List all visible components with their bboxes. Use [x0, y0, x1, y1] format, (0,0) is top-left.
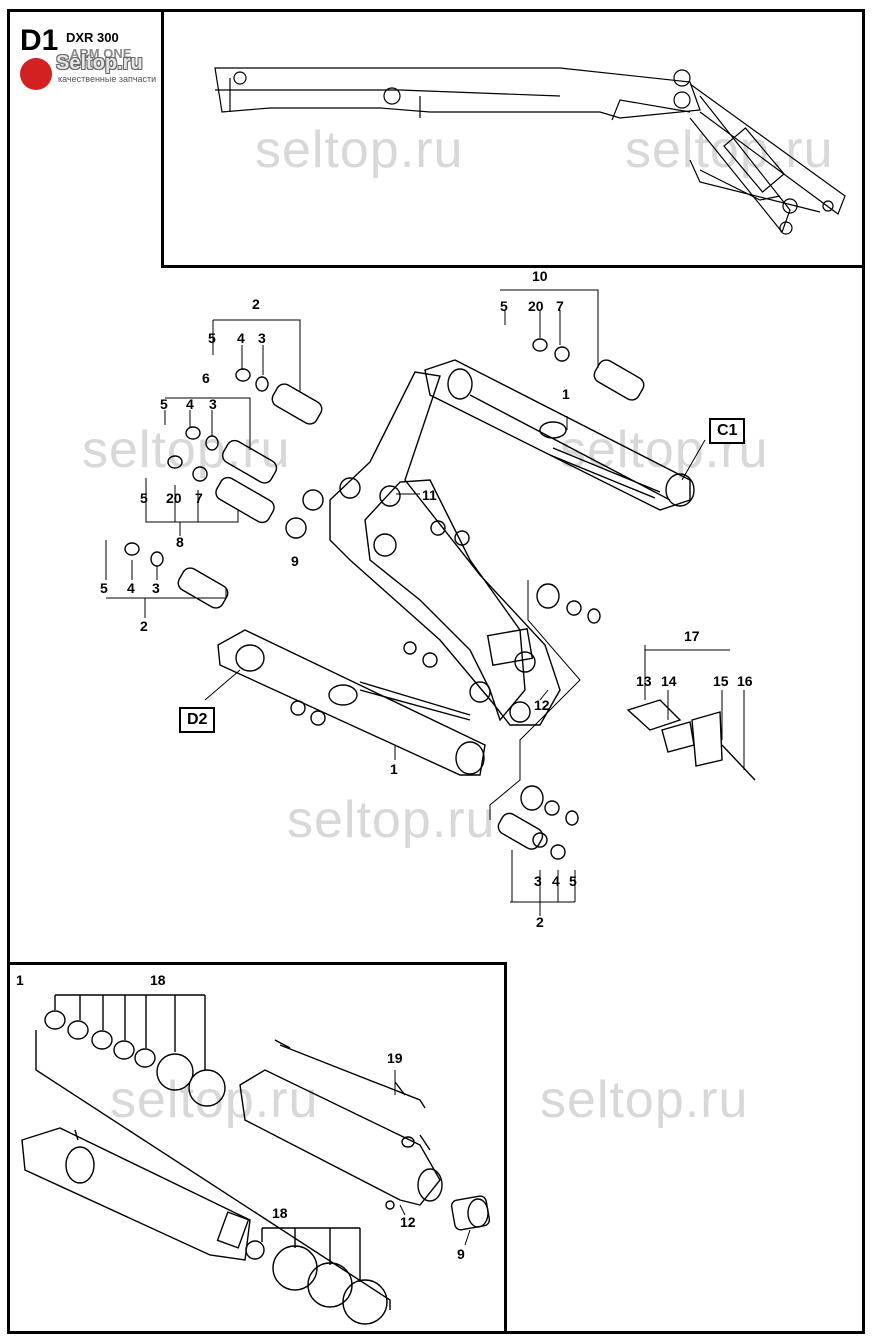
- logo: D1 DXR 300 ARM ONE Seltop.ru качественны…: [14, 22, 164, 90]
- part-label: 12: [400, 1214, 416, 1230]
- part-label: 5: [208, 330, 216, 346]
- part-label: 3: [152, 580, 160, 596]
- watermark: seltop.ru: [255, 121, 464, 179]
- part-label: 4: [186, 396, 194, 412]
- part-label: 3: [209, 396, 217, 412]
- part-label: 17: [684, 628, 700, 644]
- leader-lines: [105, 289, 745, 916]
- watermark: seltop.ru: [82, 421, 291, 479]
- part-label: 5: [500, 298, 508, 314]
- detail-rod: [21, 1030, 391, 1325]
- part-label: 5: [140, 490, 148, 506]
- cylinder-d2: [217, 629, 486, 776]
- part-label: 8: [176, 534, 184, 550]
- subtitle-label: ARM ONE: [70, 46, 132, 61]
- logo-badge-icon: [20, 58, 52, 90]
- part-label: 9: [291, 553, 299, 569]
- part-label: 19: [387, 1050, 403, 1066]
- cylinder-c1: [424, 359, 695, 511]
- part-label: 4: [127, 580, 135, 596]
- pin-group-left: [124, 338, 645, 860]
- part-label: 11: [422, 487, 437, 503]
- part-label: 4: [552, 873, 560, 889]
- part-label: 1: [390, 761, 398, 777]
- bracket-assembly: [626, 699, 756, 781]
- section-code: D1: [20, 24, 59, 57]
- detail-leaders: [394, 1070, 471, 1246]
- callout-c1: C1: [709, 418, 746, 444]
- part-label: 5: [160, 396, 168, 412]
- overview-arm: [214, 67, 846, 235]
- part-label: 9: [457, 1246, 465, 1262]
- arm-plates: [329, 371, 561, 726]
- logo-text: Seltop.ru: [56, 52, 143, 74]
- logo-tagline: качественные запчасти: [58, 74, 157, 84]
- watermark: seltop.ru: [625, 121, 834, 179]
- part-label: 1: [562, 386, 570, 402]
- watermark: seltop.ru: [540, 1071, 749, 1129]
- part-label: 2: [252, 296, 260, 312]
- watermark: seltop.ru: [110, 1071, 319, 1129]
- part-label: 2: [140, 618, 148, 634]
- part-label: 6: [202, 370, 210, 386]
- part-label: 14: [661, 673, 677, 689]
- part-label: 15: [713, 673, 729, 689]
- part-label: 2: [536, 914, 544, 930]
- detail-frame: [7, 962, 507, 1334]
- part-label: 4: [237, 330, 245, 346]
- part-label: 20: [166, 490, 182, 506]
- part-label: 18: [150, 972, 166, 988]
- detail-seals: [44, 994, 226, 1107]
- part-label: 10: [532, 268, 548, 284]
- part-label: 3: [258, 330, 266, 346]
- part-label: 7: [195, 490, 203, 506]
- part-label: 3: [534, 873, 542, 889]
- callout-d2: D2: [179, 707, 216, 733]
- part-label: 5: [569, 873, 577, 889]
- detail-barrel: [239, 1039, 491, 1231]
- part-label: 5: [100, 580, 108, 596]
- part-label: 20: [528, 298, 544, 314]
- part-label: 16: [737, 673, 753, 689]
- detail-index: 1: [16, 972, 24, 988]
- watermark: seltop.ru: [287, 791, 496, 849]
- model-label: DXR 300: [66, 30, 119, 45]
- part-label: 7: [556, 298, 564, 314]
- part-label: 18: [272, 1205, 288, 1221]
- part-label: 13: [636, 673, 652, 689]
- part-label: 12: [534, 697, 550, 713]
- overview-frame: [161, 9, 865, 268]
